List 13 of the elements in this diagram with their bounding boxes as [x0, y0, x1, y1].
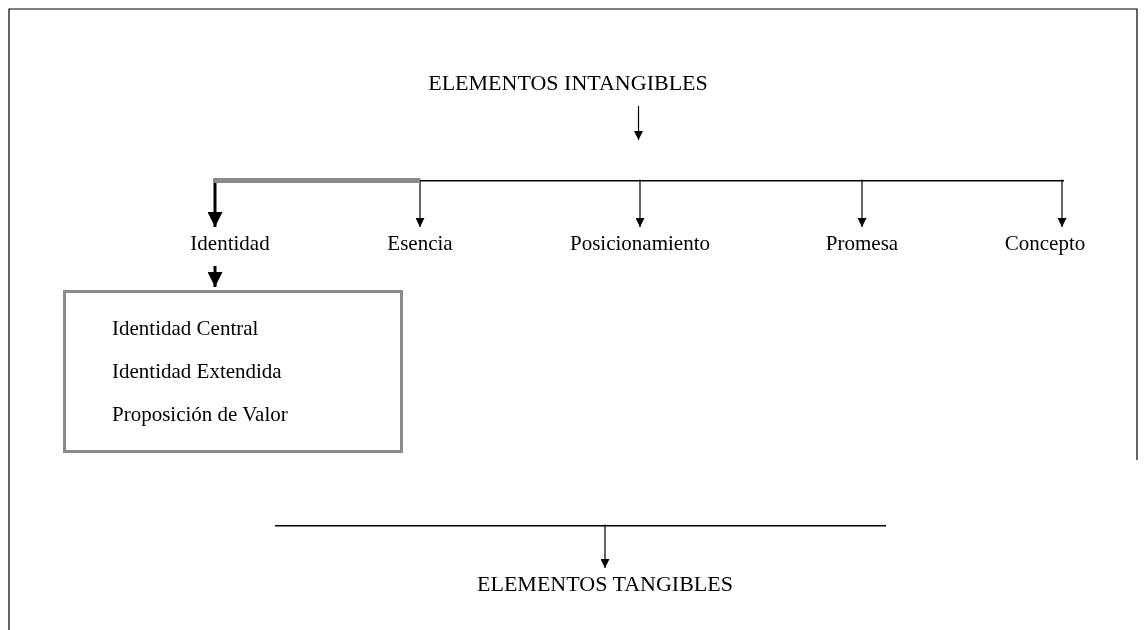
node-label: ELEMENTOS INTANGIBLES: [428, 70, 708, 96]
box-text: Proposición de Valor: [112, 401, 288, 428]
outlined-box: [63, 290, 403, 453]
node-label: Esencia: [387, 230, 453, 256]
node-label: Identidad: [190, 230, 270, 256]
box-text: Identidad Central: [112, 315, 259, 342]
box-text: Identidad Extendida: [112, 358, 282, 385]
node-label: Promesa: [825, 230, 899, 256]
arrow: [634, 105, 643, 141]
node-label: Posicionamiento: [570, 230, 710, 256]
node-label: Concepto: [1004, 230, 1086, 256]
node-label: ELEMENTOS TANGIBLES: [477, 571, 733, 597]
arrow: [207, 266, 223, 287]
